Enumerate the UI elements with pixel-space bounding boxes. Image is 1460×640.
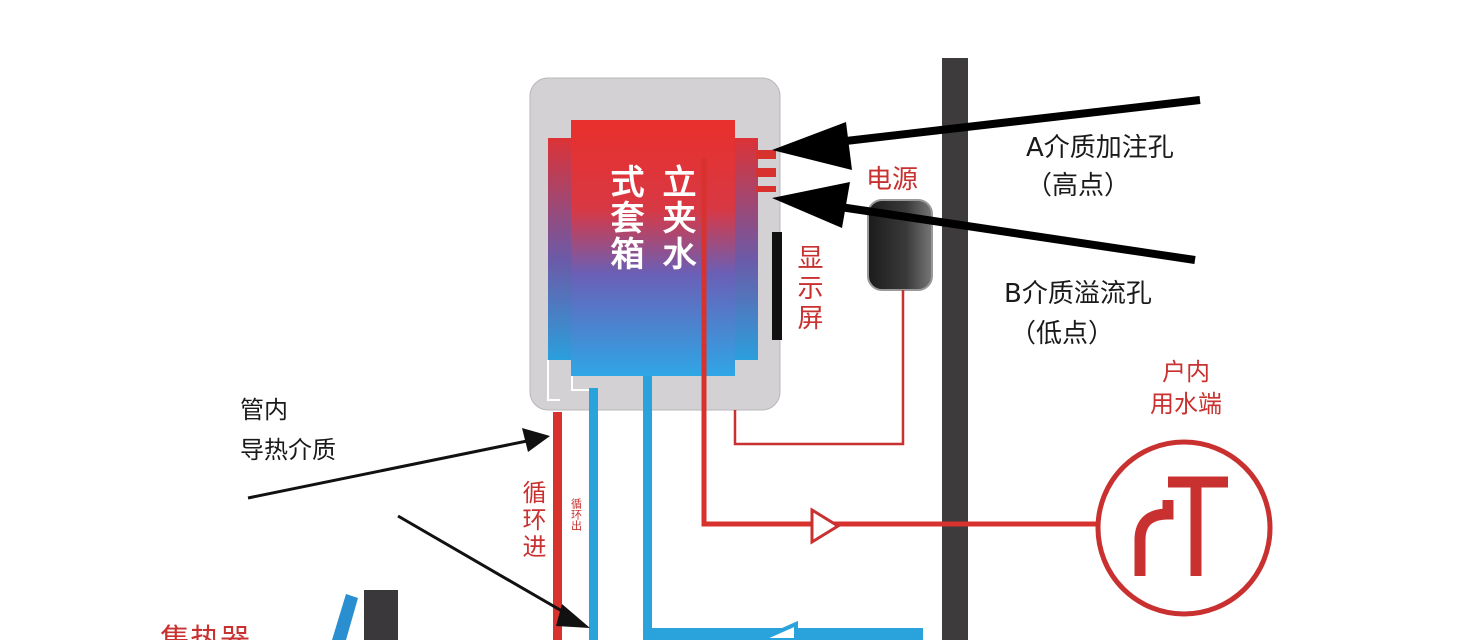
indoor-label-line2: 用水端 [1150,390,1222,418]
wall [942,58,968,640]
medium-label-line1: 管内 [240,396,288,424]
power-label: 电源 [866,165,918,195]
overflow-b-sublabel: （低点） [1010,319,1114,349]
loop-out-pipe [589,388,598,640]
faucet-circle [1095,439,1273,617]
flow-arrow-cold [759,620,798,640]
port-a [756,150,776,159]
inlet-a-label: A介质加注孔 [1026,133,1174,163]
arrow-b-head [772,182,850,228]
arrow-a-head [772,122,852,170]
arrow-collector-shaft [397,514,575,620]
collector-label: 集热器 [160,623,250,640]
tank-label-col1: 立夹水 [656,164,696,272]
cold-supply-pipe [643,376,652,640]
inner-pipe-mid [571,376,596,391]
collector-panel-blue [332,594,358,640]
port-b [756,186,776,192]
hot-outlet-pipe [701,158,1100,527]
loop-in-pipe [553,412,562,640]
port-mid [756,168,776,177]
arrow-collector-head [556,604,590,628]
tank-body [571,120,735,376]
tank-side-left [548,138,572,360]
inlet-a-sublabel: （高点） [1026,171,1130,201]
arrow-a-shaft [819,96,1201,148]
tank-label-col2: 式套箱 [604,164,644,272]
faucet-icon [1134,476,1228,576]
collector-panel-dark [364,590,398,640]
medium-label-line2: 导热介质 [240,436,336,464]
inner-pipe-left [547,360,560,401]
arrow-b-shaft [819,200,1196,264]
loop-out-label: 循环出 [570,498,583,531]
loop-in-label: 循环进 [518,480,546,561]
indoor-label-line1: 户内 [1162,358,1210,386]
flow-arrow-hot [810,507,841,545]
overflow-b-label: B介质溢流孔 [1004,279,1152,309]
power-supply [867,199,933,291]
display-label: 显示屏 [793,244,823,334]
arrow-medium-head [522,428,550,452]
arrow-medium-shaft [247,438,533,500]
tank-side-right [734,138,758,360]
display-screen [772,232,782,340]
power-wire [733,290,905,446]
